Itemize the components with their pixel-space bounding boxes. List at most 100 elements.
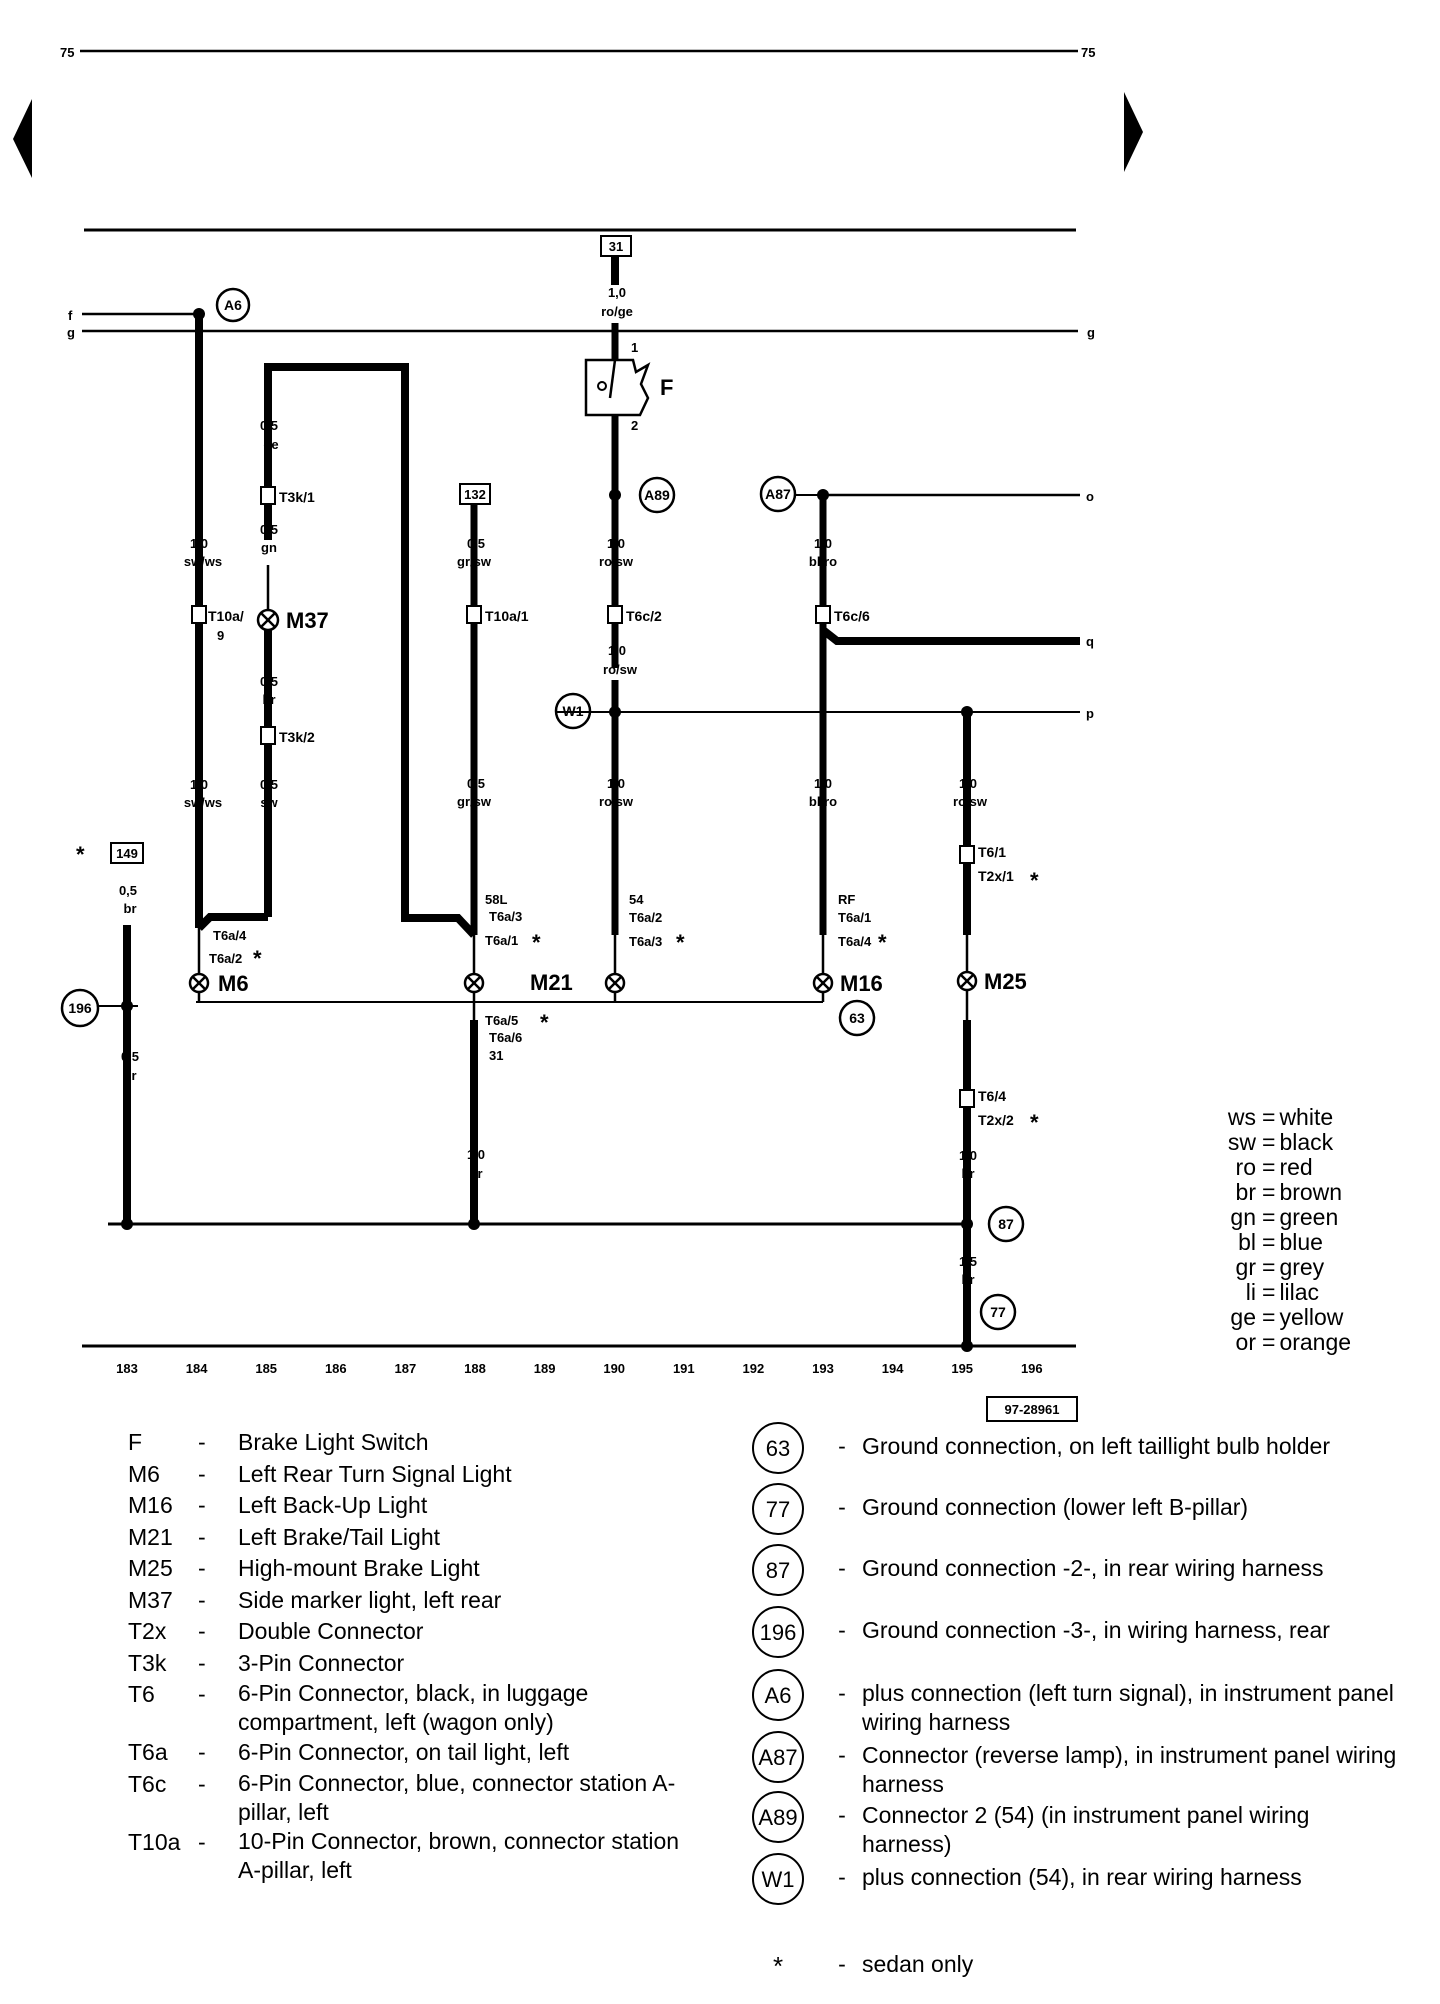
page-number-left: 75 — [60, 45, 74, 60]
color-code: ro — [1235, 1154, 1256, 1180]
m25-label: M25 — [984, 969, 1027, 994]
a87-label: A87 — [765, 486, 791, 502]
track-number: 184 — [186, 1361, 208, 1376]
component-desc: Double Connector — [238, 1618, 424, 1644]
component-key-row: T10a-10-Pin Connector, brown, connector … — [128, 1827, 758, 1885]
w195a-color: ro/sw — [953, 794, 988, 809]
ground-code: W1 — [752, 1853, 804, 1905]
key-dash: - — [838, 1617, 846, 1643]
color-code: ge — [1230, 1304, 1256, 1330]
t6c6-label: T6c/6 — [834, 608, 870, 624]
t2x2-asterisk: * — [1030, 1110, 1039, 1135]
m21-58l: 58L — [485, 892, 507, 907]
ground-code: 77 — [752, 1483, 804, 1535]
track-number: 195 — [951, 1361, 973, 1376]
t10a9-pin: 9 — [217, 628, 224, 643]
junction-a6 — [193, 308, 205, 320]
w190a-size: 1,0 — [608, 285, 626, 300]
ground-desc: Ground connection, on left taillight bul… — [862, 1433, 1330, 1459]
ground-desc: plus connection (54), in rear wiring har… — [862, 1864, 1302, 1890]
track-number: 185 — [255, 1361, 277, 1376]
color-equals: = — [1262, 1254, 1276, 1280]
track-number: 188 — [464, 1361, 486, 1376]
w190d-size: 1,0 — [607, 776, 625, 791]
terminal-31-label: 31 — [609, 239, 623, 254]
w184b-color: sw/ws — [184, 795, 222, 810]
track-number: 190 — [603, 1361, 625, 1376]
page-number-right: 75 — [1081, 45, 1095, 60]
t6c6-connector — [815, 605, 831, 624]
w185b-size: 0,5 — [260, 522, 278, 537]
color-equals: = — [1262, 1179, 1276, 1205]
component-desc: 10-Pin Connector, brown, connector stati… — [238, 1827, 680, 1883]
wire-185-join — [196, 913, 268, 931]
component-key-row: M16-Left Back-Up Light — [128, 1490, 758, 1522]
w193b-color: bl/ro — [809, 794, 837, 809]
m21-t6a3: T6a/3 — [489, 909, 522, 924]
ground-key-row: 63-Ground connection, on left taillight … — [752, 1422, 1402, 1474]
g87-badge — [987, 1205, 1025, 1243]
key-dash: - — [838, 1494, 846, 1520]
color-code: gr — [1235, 1254, 1256, 1280]
m21-label: M21 — [530, 970, 573, 995]
t2x1-asterisk: * — [1030, 868, 1039, 893]
t2x2-label: T2x/2 — [978, 1112, 1014, 1128]
w185c-size: 0,5 — [260, 674, 278, 689]
terminal-132-label: 132 — [464, 487, 486, 502]
color-legend-row: br= brown — [1212, 1180, 1351, 1205]
s54-asterisk: * — [676, 930, 685, 955]
prev-page-arrow[interactable] — [13, 99, 32, 178]
t149-asterisk: * — [76, 842, 85, 867]
w188b-size: 0,5 — [467, 776, 485, 791]
component-code: M37 — [128, 1586, 173, 1613]
w185d-color: sw — [260, 795, 278, 810]
a89-label: A89 — [644, 487, 670, 503]
junction-a89 — [609, 489, 621, 501]
color-name: grey — [1279, 1254, 1325, 1280]
component-key-row: M25-High-mount Brake Light — [128, 1553, 758, 1585]
m21-t6a5: T6a/5 — [485, 1013, 518, 1028]
label-g-right: g — [1087, 325, 1095, 340]
t10a9-label: T10a/ — [208, 608, 244, 624]
component-desc: Left Rear Turn Signal Light — [238, 1460, 512, 1487]
key-dash: - — [838, 1802, 846, 1828]
w183b-size: 0,5 — [121, 1049, 139, 1064]
figure-id-box — [986, 1396, 1078, 1422]
m16-label: M16 — [840, 971, 883, 996]
color-legend-row: ge= yellow — [1212, 1305, 1351, 1330]
color-name: lilac — [1279, 1279, 1320, 1305]
ground-code: A89 — [752, 1791, 804, 1843]
wire-185-187 — [264, 363, 477, 938]
ground-key-row: A87-Connector (reverse lamp), in instrum… — [752, 1731, 1402, 1799]
component-code: F — [128, 1429, 143, 1455]
s54-t6a2: T6a/2 — [629, 910, 662, 925]
ground-key-row: *-sedan only — [752, 1950, 1402, 1992]
t6c2-connector — [607, 605, 623, 624]
w190b-color: ro/sw — [599, 554, 634, 569]
label-g-left: g — [67, 325, 75, 340]
w188a-color: gr/sw — [457, 554, 492, 569]
component-code: M21 — [128, 1523, 173, 1550]
component-desc: Left Back-Up Light — [238, 1492, 428, 1518]
ground-code: A6 — [752, 1669, 804, 1721]
color-code: sw — [1227, 1129, 1256, 1155]
color-code: or — [1235, 1329, 1256, 1355]
key-dash: - — [838, 1555, 846, 1581]
component-key-row: T6a-6-Pin Connector, on tail light, left — [128, 1737, 758, 1769]
f-pin-2: 2 — [631, 418, 638, 433]
ground-desc: Ground connection (lower left B-pillar) — [862, 1494, 1249, 1520]
label-p: p — [1086, 706, 1094, 721]
color-equals: = — [1262, 1329, 1276, 1355]
key-dash: - — [838, 1742, 846, 1768]
color-name: black — [1279, 1129, 1334, 1155]
track-number: 189 — [534, 1361, 556, 1376]
w188c-color: br — [470, 1166, 483, 1181]
a6-badge — [215, 287, 251, 323]
w185a-color: ge — [263, 437, 278, 452]
next-page-arrow[interactable] — [1124, 92, 1143, 172]
w195a-size: 1,0 — [959, 776, 977, 791]
color-legend-row: gn= green — [1212, 1205, 1351, 1230]
t3k1-label: T3k/1 — [279, 489, 315, 505]
